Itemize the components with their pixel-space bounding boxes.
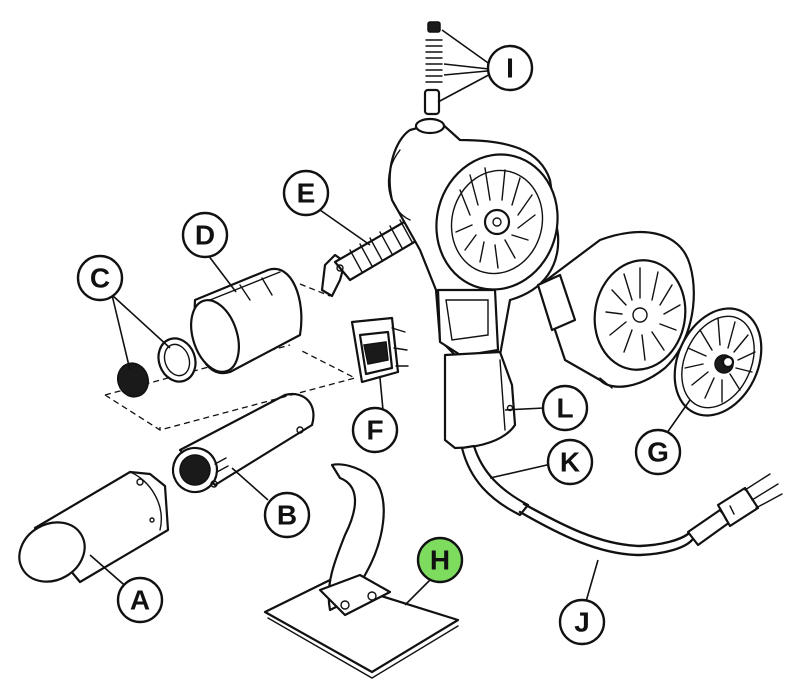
part-k-cord-strain-relief — [460, 444, 530, 517]
part-l-handle — [443, 350, 517, 450]
callout-d-label: D — [195, 220, 215, 251]
callout-a-label: A — [130, 585, 150, 616]
callout-j-label: J — [574, 607, 590, 638]
callout-l-label: L — [556, 393, 573, 424]
leader-lines — [89, 29, 691, 606]
main-housing — [387, 117, 560, 362]
part-i-screw-spring-set — [423, 21, 443, 116]
rear-cover — [536, 230, 695, 389]
callout-g-label: G — [647, 437, 669, 468]
callout-i-label: I — [506, 53, 514, 84]
part-h-stand — [263, 463, 460, 679]
part-c-screen-and-ring — [117, 337, 197, 398]
callout-i: I — [486, 44, 534, 92]
callout-b-label: B — [277, 500, 297, 531]
part-f-switch — [350, 316, 409, 384]
callout-j: J — [558, 598, 606, 646]
callout-f: F — [351, 406, 399, 454]
callout-k-label: K — [560, 447, 580, 478]
callout-k: K — [546, 438, 594, 486]
callout-e-label: E — [297, 178, 316, 209]
callout-c-label: C — [90, 263, 110, 294]
part-j-power-cord — [518, 473, 783, 557]
callout-a: A — [116, 576, 164, 624]
callout-c: C — [76, 254, 124, 302]
callout-d: D — [181, 211, 229, 259]
callout-f-label: F — [366, 415, 383, 446]
alignment-guide-dashed — [104, 283, 357, 431]
callout-g: G — [634, 428, 682, 476]
callout-b: B — [263, 491, 311, 539]
part-a-nozzle-tube — [18, 470, 170, 584]
callout-h-label: H — [430, 545, 450, 576]
callout-l: L — [541, 384, 589, 432]
part-g-grille — [673, 307, 763, 417]
part-d-sleeve — [190, 267, 303, 375]
part-b-heater-tube — [171, 392, 315, 494]
callout-e: E — [282, 169, 330, 217]
callout-h-highlighted: H — [416, 536, 464, 584]
